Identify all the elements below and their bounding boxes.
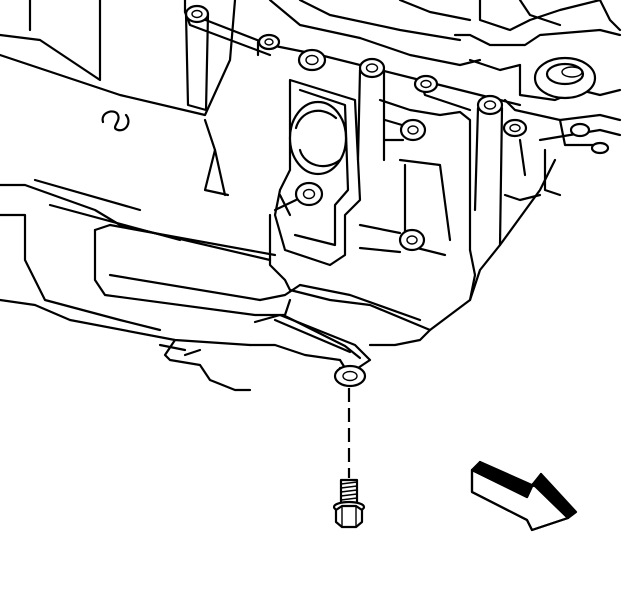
small-bolt-far-right [590, 141, 610, 155]
oil-pan-bolt [332, 478, 366, 529]
small-bolt-right [569, 122, 591, 138]
flange-bolt-boss-1 [184, 4, 210, 112]
seal-boss [288, 100, 348, 176]
front-arrow-icon [470, 460, 578, 532]
engine-block-bracket [453, 0, 622, 197]
cover-boss-1 [383, 118, 427, 142]
flange-bolt-boss-2 [256, 33, 281, 57]
pan-flange [183, 0, 528, 247]
bolt-hole [333, 364, 367, 388]
oil-pan-housing [0, 0, 342, 392]
cover-boss-2 [273, 181, 324, 217]
front-cover [273, 78, 472, 267]
flange-bolt-boss-4 [356, 57, 386, 162]
flange-bolt-boss-5 [413, 74, 439, 94]
flange-bolt-boss-7 [502, 118, 528, 138]
flange-bolt-boss-6 [473, 94, 504, 247]
oil-sump [253, 158, 557, 372]
mount-hole [533, 56, 597, 100]
cover-boss-3 [358, 223, 426, 254]
flange-bolt-boss-3 [297, 48, 327, 72]
